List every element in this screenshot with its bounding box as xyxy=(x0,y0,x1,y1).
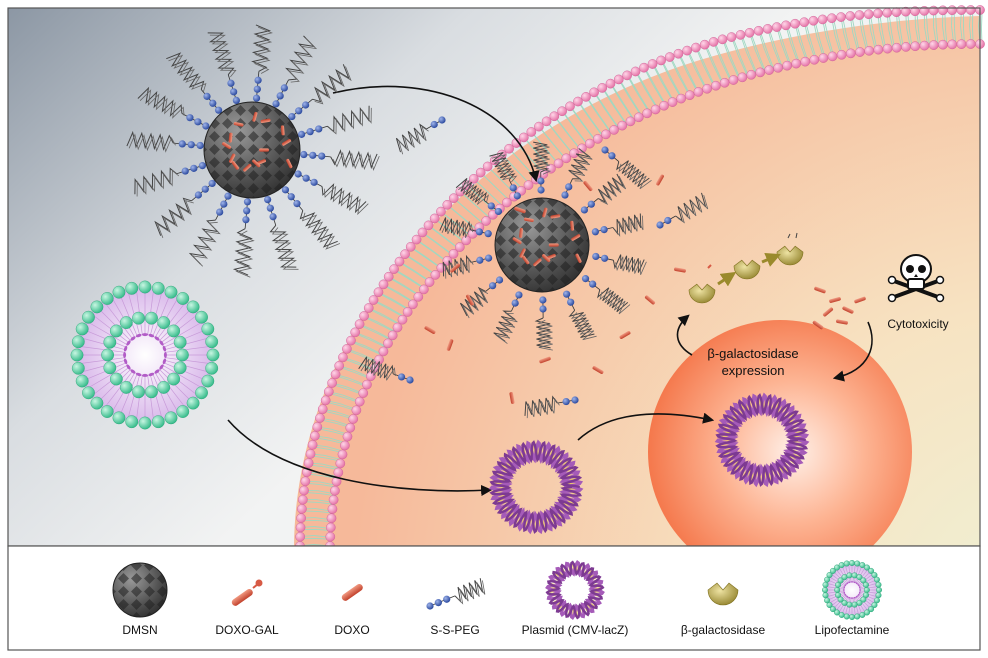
legend-label-plasmid: Plasmid (CMV-lacZ) xyxy=(522,623,629,637)
beta-gal-expression-label-line1: β-galactosidase xyxy=(707,346,798,361)
lipofectamine-complex xyxy=(70,280,220,430)
released-doxo xyxy=(424,174,866,404)
ss-peg-icon xyxy=(426,578,486,610)
peg-chains-outside xyxy=(126,24,380,278)
legend-label-ss-peg: S-S-PEG xyxy=(430,623,479,637)
plasmid-nucleus xyxy=(714,392,810,488)
beta-galactosidase-enzymes xyxy=(688,232,804,304)
doxo-gal-icon xyxy=(231,579,263,606)
arrow-lipo-to-plasmid xyxy=(227,419,493,497)
arrow-dmsn-to-cell xyxy=(332,85,540,183)
beta-gal-expression-label-line2: expression xyxy=(722,363,785,378)
legend-label-dmsn: DMSN xyxy=(122,623,157,637)
dmsn-particle-outside xyxy=(203,101,301,199)
arrow-plasmid-to-nucleus xyxy=(577,412,715,441)
doxo-icon xyxy=(341,583,363,601)
plasmid-cytoplasm xyxy=(488,439,584,535)
arrow-cytotoxicity xyxy=(832,321,873,382)
plasmid-icon xyxy=(545,560,605,620)
legend-label-doxo-gal: DOXO-GAL xyxy=(215,623,279,637)
cytotoxicity-label: Cytotoxicity xyxy=(887,317,948,331)
dmsn-particle-inside xyxy=(494,197,590,293)
skull-icon xyxy=(887,254,945,303)
arrow-expression xyxy=(676,314,693,356)
legend-label-doxo: DOXO xyxy=(334,623,369,637)
legend: DMSN DOXO-GAL DOXO S-S-PEG Plasmid (CMV-… xyxy=(112,560,890,637)
dmsn-icon xyxy=(112,562,168,618)
beta-galactosidase-icon xyxy=(707,582,739,606)
nucleus xyxy=(648,320,912,584)
legend-label-lipofectamine: Lipofectamine xyxy=(815,623,890,637)
peg-chains-inside xyxy=(358,116,709,419)
legend-frame xyxy=(7,545,981,651)
lipofectamine-icon xyxy=(822,560,882,620)
legend-label-beta-galactosidase: β-galactosidase xyxy=(681,623,766,637)
cell-membrane xyxy=(295,5,985,551)
